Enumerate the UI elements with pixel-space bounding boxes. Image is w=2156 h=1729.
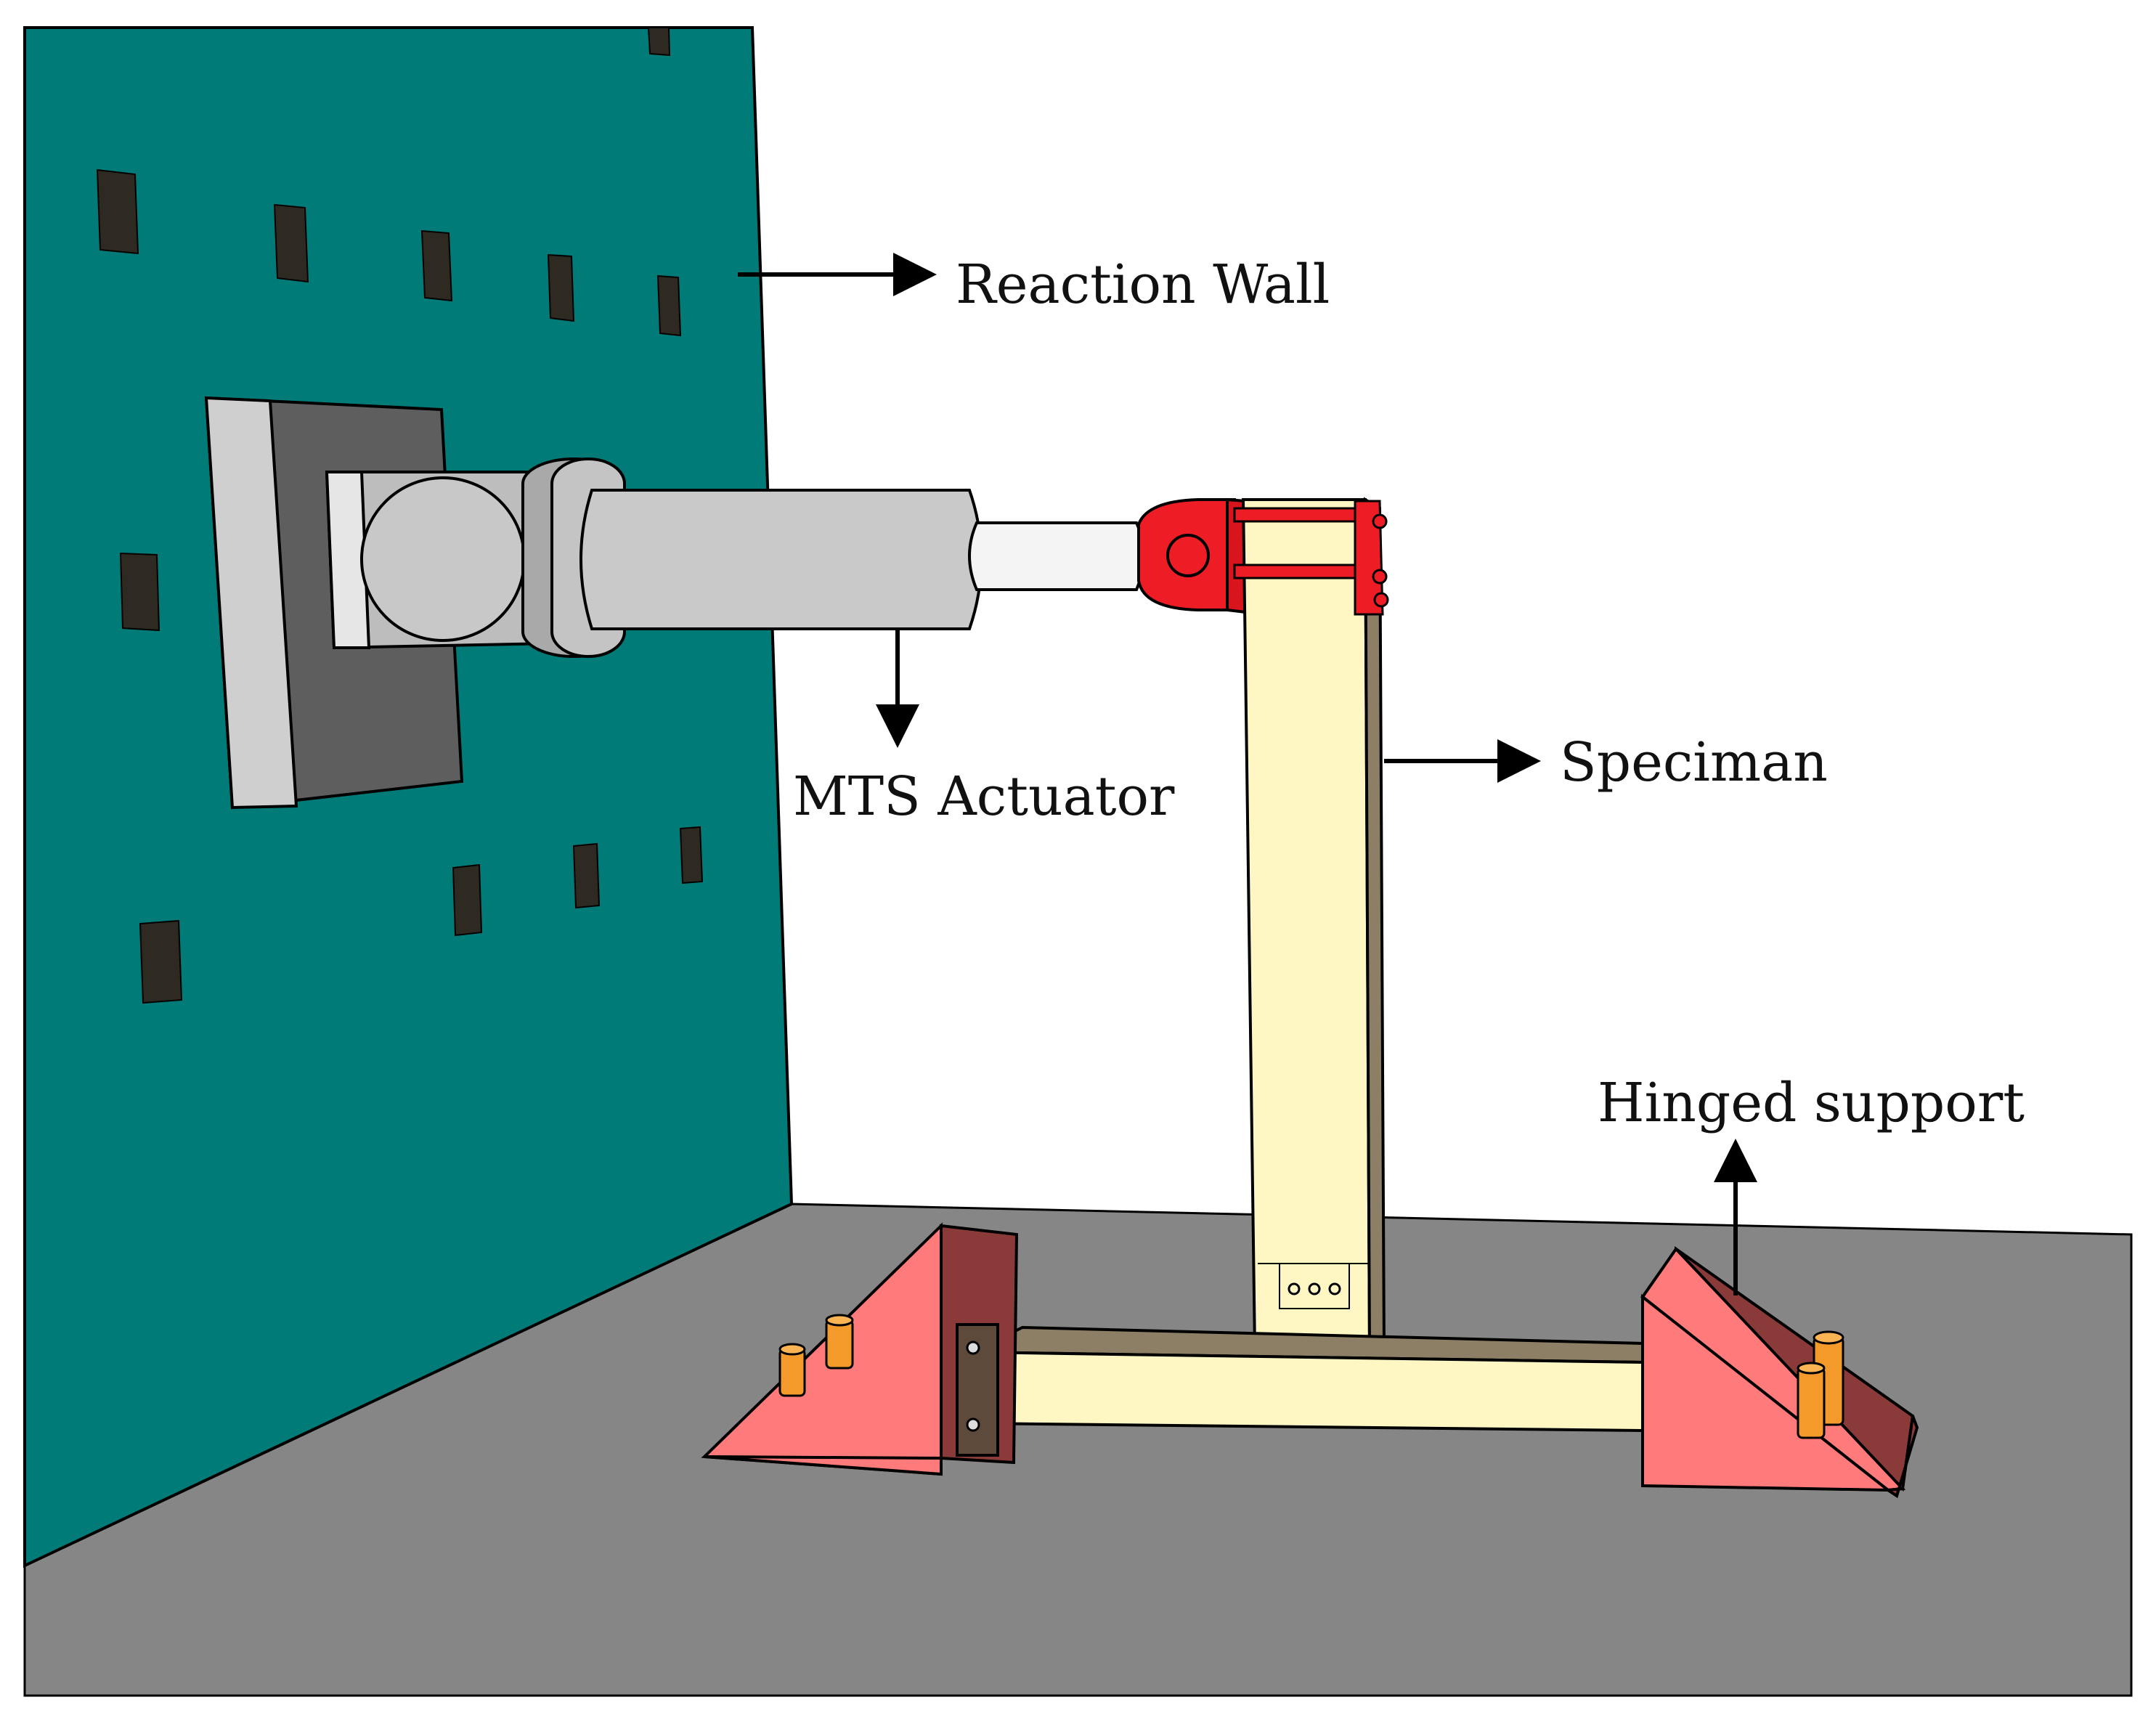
wall-slot bbox=[96, 168, 139, 255]
wall-slot bbox=[420, 229, 453, 302]
left-anchor-pins bbox=[778, 1314, 854, 1397]
label-mts-actuator: MTS Actuator bbox=[793, 765, 1175, 828]
column-base-bolts bbox=[1288, 1282, 1341, 1295]
left-hinged-support bbox=[701, 1222, 1019, 1476]
wall-slot bbox=[647, 27, 671, 57]
right-anchor-pins bbox=[1797, 1330, 1844, 1439]
label-reaction-wall: Reaction Wall bbox=[956, 253, 1330, 316]
hinge-bolts bbox=[966, 1341, 980, 1432]
specimen-column bbox=[1241, 497, 1386, 1351]
wall-slot bbox=[547, 253, 575, 322]
actuator-swivel bbox=[325, 471, 553, 650]
actuator-piston-rod bbox=[968, 521, 1145, 591]
wall-slot bbox=[273, 203, 309, 283]
actuator-cylinder bbox=[579, 489, 983, 630]
wall-anchor-slots bbox=[96, 27, 704, 1004]
cap-bolts bbox=[1372, 513, 1389, 608]
wall-slot bbox=[572, 842, 601, 909]
wall-slot bbox=[656, 274, 682, 337]
wall-slot bbox=[139, 919, 183, 1004]
wall-slot bbox=[119, 552, 160, 632]
wall-slot bbox=[452, 863, 483, 937]
wall-slot bbox=[679, 826, 704, 884]
base-beam bbox=[956, 1325, 1644, 1433]
label-specimen: Speciman bbox=[1560, 731, 1828, 794]
label-hinged-support: Hinged support bbox=[1598, 1072, 2025, 1134]
specimen-cap-straps bbox=[1233, 500, 1389, 616]
